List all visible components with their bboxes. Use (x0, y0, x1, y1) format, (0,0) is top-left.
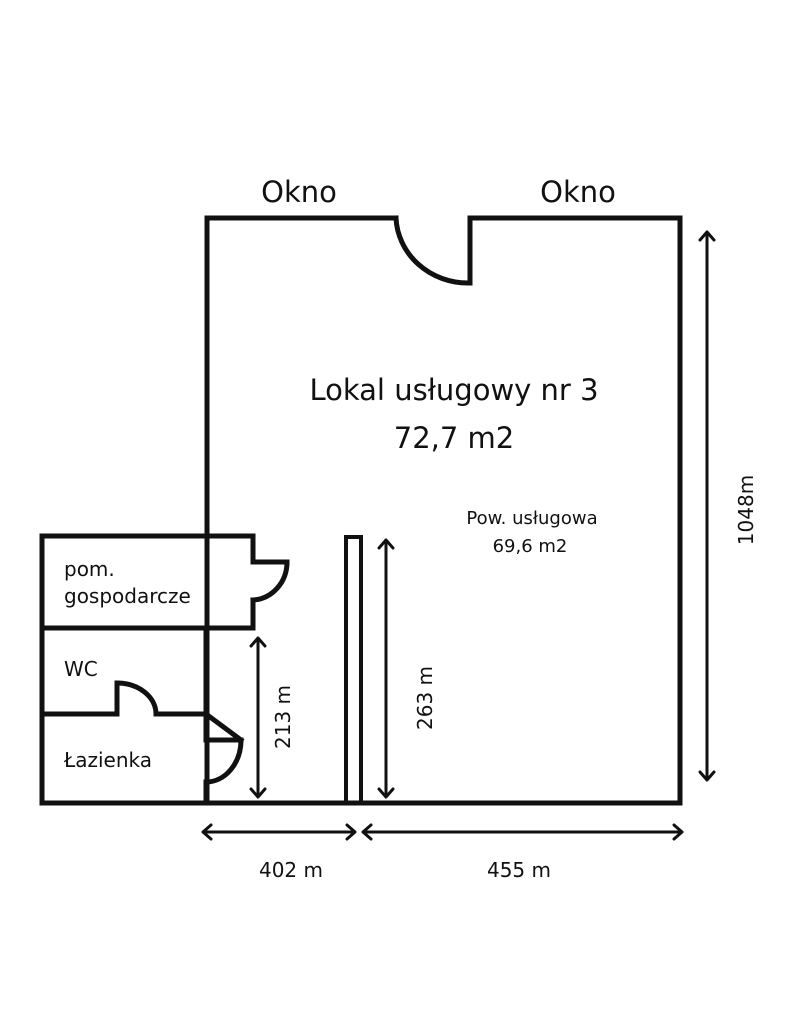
unit-area: 72,7 m2 (394, 421, 515, 455)
wc-door-arc (114, 680, 159, 717)
dimension-label-263: 263 m (413, 666, 437, 730)
window-label-left: Okno (261, 175, 337, 209)
main-room-walls (204, 215, 683, 806)
utility-room-label-2: gospodarcze (64, 584, 191, 608)
annex-outline (39, 533, 210, 806)
dimension-arrow-263 (377, 538, 395, 799)
utility-room-label-1: pom. (64, 557, 115, 581)
window-label-right: Okno (540, 175, 616, 209)
dimension-label-1048: 1048m (734, 475, 758, 545)
dimension-label-213: 213 m (271, 685, 295, 749)
dimension-label-402: 402 m (259, 858, 323, 882)
dimension-arrow-455 (361, 823, 684, 841)
service-area-value: 69,6 m2 (493, 536, 568, 557)
dimension-label-455: 455 m (487, 858, 551, 882)
dimension-arrow-213 (249, 636, 267, 799)
entrance-door-arc (393, 215, 471, 286)
bathroom-door-arc (203, 737, 244, 785)
utility-room-walls (39, 533, 290, 631)
wc-walls-fix (203, 625, 244, 806)
partition-column (344, 535, 363, 805)
service-area-label: Pow. usługowa (466, 508, 597, 529)
dimension-arrow-402 (201, 823, 357, 841)
wc-walls (39, 625, 245, 744)
bathroom-label: Łazienka (63, 748, 152, 772)
dimension-arrow-1048 (698, 230, 716, 782)
utility-door-arc (250, 559, 290, 603)
wc-label: WC (64, 657, 98, 681)
unit-title: Lokal usługowy nr 3 (309, 373, 598, 407)
